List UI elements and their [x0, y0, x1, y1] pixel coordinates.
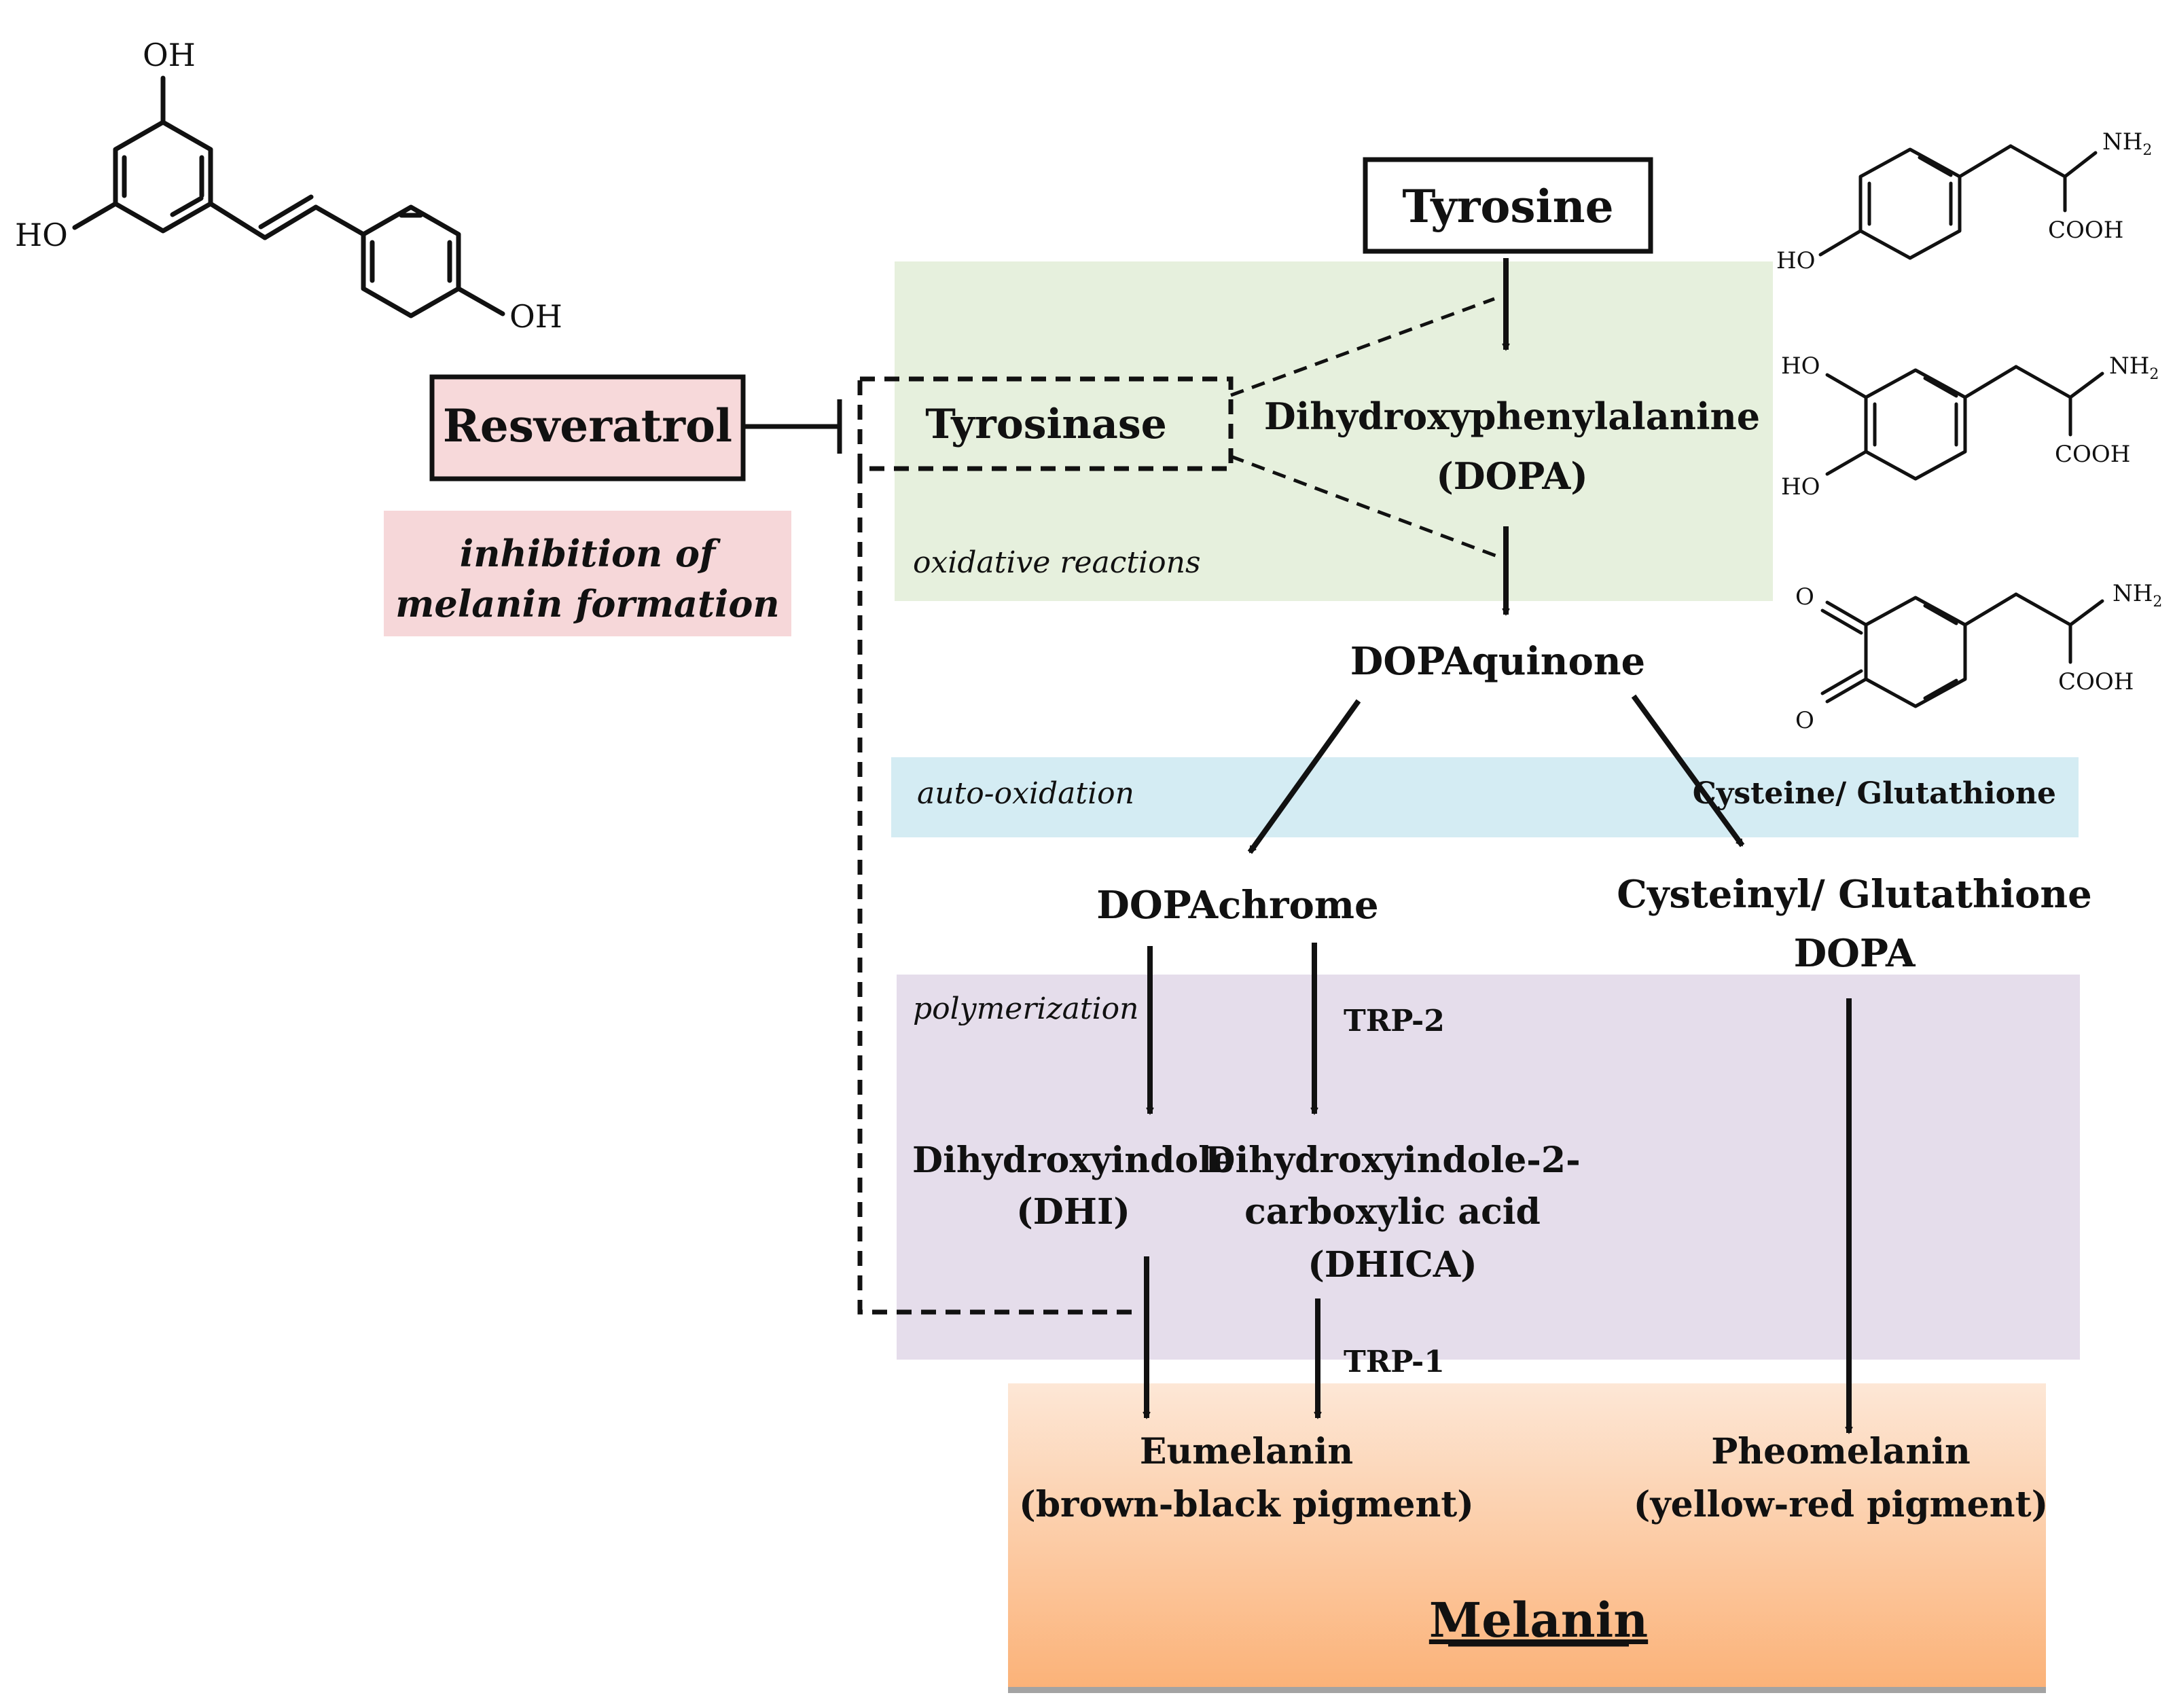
polymerization-label: polymerization [913, 992, 1138, 1026]
tyrosine-nh2: NH2 [2102, 128, 2152, 159]
tyrosine-label: Tyrosine [1402, 180, 1613, 233]
cysteine-glutathione-label: Cysteine/ Glutathione [1693, 776, 2056, 811]
inhibition-box [384, 511, 791, 636]
dhi-label-line1: Dihydroxyindole [912, 1140, 1234, 1181]
cysteinyl-label-line1: Cysteinyl/ Glutathione [1617, 872, 2091, 917]
dhica-label-line2: carboxylic acid [1244, 1191, 1541, 1233]
oxidative-reactions-label: oxidative reactions [913, 545, 1201, 580]
arrow-dopaquinone-to-cysteinyl [1631, 694, 1745, 848]
inhibition-line2: melanin formation [395, 582, 779, 625]
tyrosinase-box [857, 376, 1234, 471]
dopa-label-line2: (DOPA) [1436, 454, 1588, 498]
resveratrol-oh-top: OH [143, 37, 196, 73]
dopaquinone-nh2: NH2 [2113, 580, 2162, 611]
dopa-label-line1: Dihydroxyphenylalanine [1264, 395, 1760, 438]
tyrosine-box [1363, 157, 1653, 254]
auto-oxidation-band [891, 757, 2079, 837]
dopachrome-label: DOPAchrome [1096, 883, 1378, 928]
melanin-band-base [1008, 1687, 2046, 1693]
dopa-ho-top: HO [1781, 352, 1820, 380]
oxidative-reactions-band [895, 261, 1773, 601]
resveratrol-oh-right: OH [509, 298, 562, 335]
resveratrol-structure [72, 75, 505, 319]
tyrosinase-dash-to-step2 [1230, 454, 1503, 560]
trp1-label: TRP-1 [1344, 1345, 1445, 1379]
resveratrol-ho-left: HO [15, 217, 68, 253]
tyrosine-cooh: COOH [2048, 217, 2123, 244]
eumelanin-label-line2: (brown-black pigment) [1019, 1484, 1474, 1525]
dopaquinone-o-bottom: O [1795, 707, 1814, 734]
tyrosinase-dash-to-step1 [1230, 297, 1495, 397]
tyrosinase-label: Tyrosinase [925, 401, 1167, 448]
dopa-ho-bottom: HO [1781, 473, 1820, 501]
resveratrol-label: Resveratrol [443, 399, 732, 452]
arrow-dopaquinone-to-dopachrome [1247, 699, 1361, 854]
dhica-label-line3: (DHICA) [1308, 1244, 1477, 1286]
inhibition-line1: inhibition of [460, 532, 721, 575]
dopaquinone-cooh: COOH [2058, 668, 2134, 695]
tyrosine-ho: HO [1776, 247, 1816, 274]
tyrosinase-dash-feedback [857, 469, 1141, 1315]
pheomelanin-label-line2: (yellow-red pigment) [1634, 1484, 2048, 1525]
dopaquinone-structure [1820, 592, 2104, 708]
dhica-label-line1: Dihydroxyindole-2- [1204, 1140, 1580, 1181]
melanin-label: Melanin [1429, 1592, 1648, 1648]
dopa-cooh: COOH [2055, 441, 2130, 468]
dopaquinone-label: DOPAquinone [1350, 639, 1645, 684]
pheomelanin-label-line1: Pheomelanin [1711, 1431, 1971, 1472]
dhi-label-line2: (DHI) [1016, 1191, 1130, 1233]
polymerization-band [897, 975, 2080, 1360]
resveratrol-box [429, 374, 746, 481]
dopa-structure [1825, 365, 2104, 481]
trp2-label: TRP-2 [1344, 1004, 1445, 1038]
eumelanin-label-line1: Eumelanin [1140, 1431, 1353, 1472]
cysteinyl-label-line2: DOPA [1794, 931, 1916, 976]
dopa-nh2: NH2 [2109, 352, 2159, 383]
dopaquinone-o-top: O [1795, 583, 1814, 611]
auto-oxidation-label: auto-oxidation [917, 776, 1134, 811]
tyrosine-structure [1818, 144, 2098, 260]
melanin-band [1008, 1383, 2046, 1688]
